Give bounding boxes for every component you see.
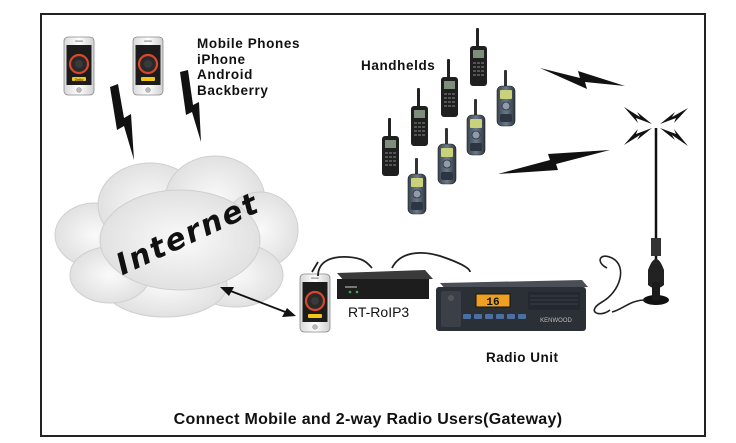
handheld-radio-8 xyxy=(407,157,427,215)
mobile-phones-line-1: Mobile Phones xyxy=(197,36,301,51)
phone-brand-text: Zello xyxy=(75,77,84,82)
wireless-bolt-upper xyxy=(540,68,625,89)
handhelds-label: Handhelds xyxy=(361,58,436,73)
internet-cloud xyxy=(54,155,299,318)
gateway-smartphone xyxy=(298,272,332,334)
wireless-bolt-phone-2 xyxy=(180,70,201,142)
radio-unit-label: Radio Unit xyxy=(486,350,559,365)
handheld-radio-2 xyxy=(441,59,458,117)
rt-roip3-gateway xyxy=(337,270,433,299)
radio-unit xyxy=(436,280,588,331)
mobile-phones-line-2: iPhone xyxy=(197,51,246,67)
diagram-title: Connect Mobile and 2-way Radio Users(Gat… xyxy=(173,411,563,428)
gateway-cables xyxy=(311,252,471,277)
smartphone-1 xyxy=(62,35,96,97)
handheld-radio-5 xyxy=(496,69,516,127)
mobile-phones-label: Mobile Phones iPhone Android Backberry xyxy=(197,36,300,98)
mobile-phones-line-3: Android xyxy=(197,67,253,82)
wireless-bolt-phone-1 xyxy=(110,84,134,160)
radio-display-text: 16 xyxy=(486,297,499,309)
handheld-radio-1 xyxy=(470,28,487,86)
mobile-phones-line-4: Backberry xyxy=(197,82,269,98)
connection-arrow xyxy=(220,287,296,317)
gateway-label: RT-RoIP3 xyxy=(348,304,410,320)
smartphone-2 xyxy=(131,35,165,97)
wireless-bolt-lower xyxy=(498,150,610,174)
antenna-cable xyxy=(593,255,646,315)
handheld-radio-4 xyxy=(382,118,399,176)
handheld-radio-3 xyxy=(411,88,428,146)
handheld-radio-6 xyxy=(466,98,486,156)
handheld-radio-7 xyxy=(437,127,457,185)
radio-brand-text: KENWOOD xyxy=(540,318,572,324)
antenna xyxy=(624,107,688,305)
